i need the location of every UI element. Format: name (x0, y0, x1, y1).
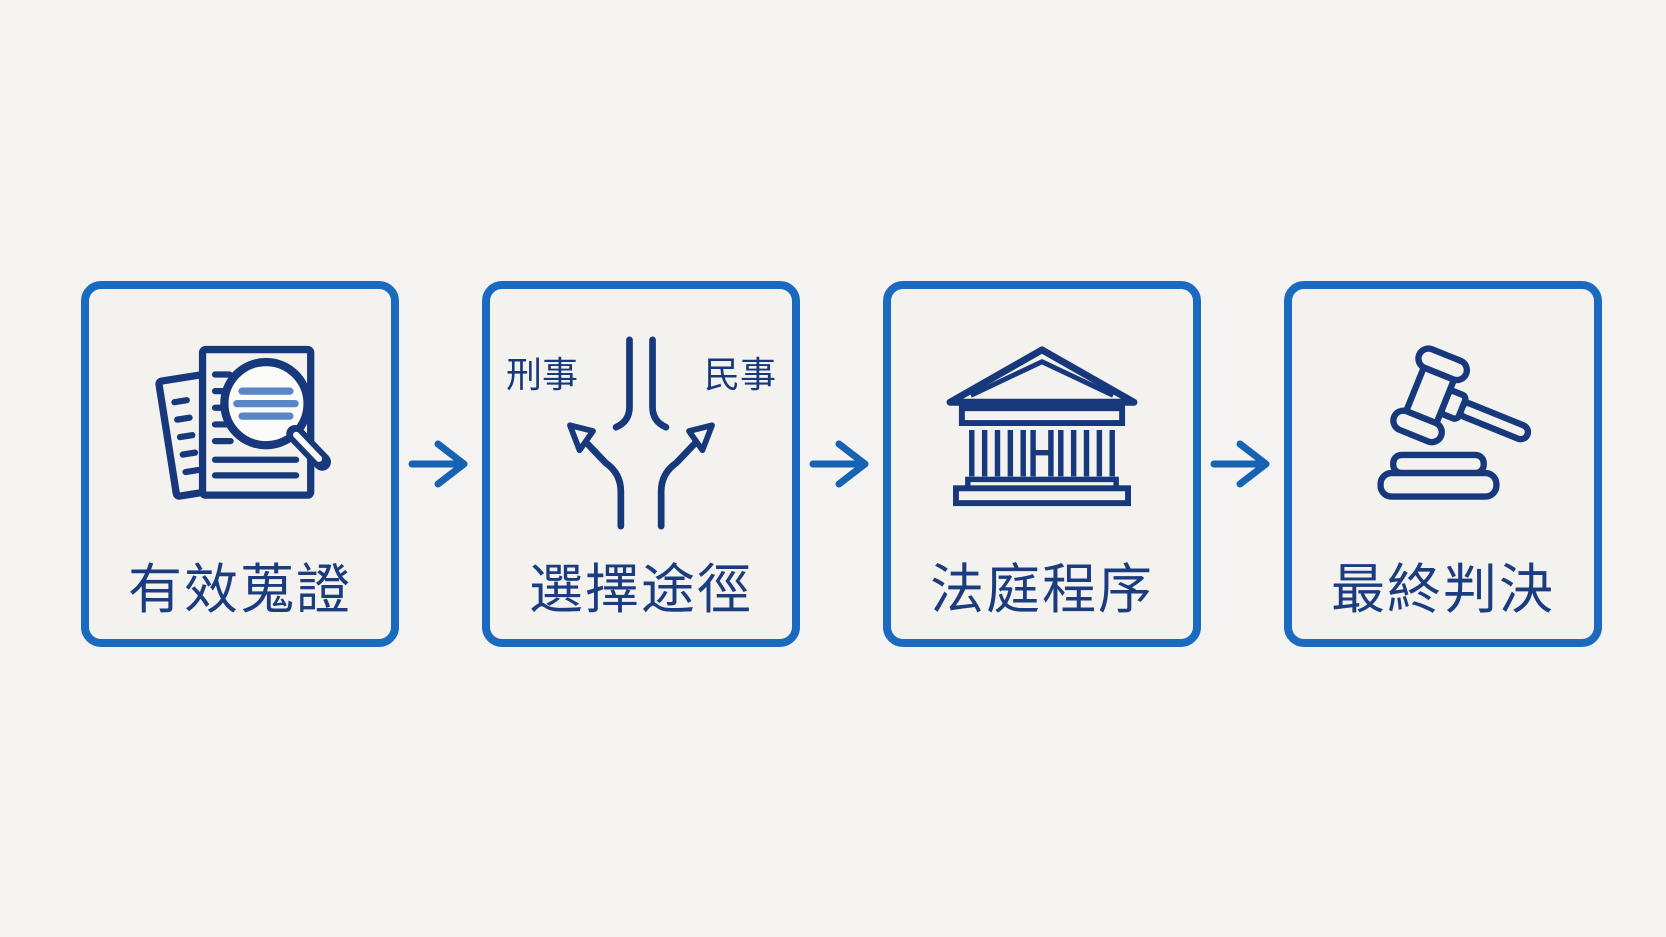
step-box-evidence: 有效蒐證 (81, 281, 399, 647)
step-label: 選擇途徑 (529, 560, 753, 620)
process-flow-diagram: 有效蒐證 刑事 民事 選擇途徑 (81, 281, 1602, 647)
step-box-final-verdict: 最終判決 (1284, 281, 1602, 647)
step-label: 有效蒐證 (128, 560, 352, 620)
step-box-choose-path: 刑事 民事 選擇途徑 (482, 281, 800, 647)
document-magnifier-icon (154, 345, 331, 500)
branch-label-criminal: 刑事 (506, 354, 579, 395)
right-arrow-icon (1210, 440, 1269, 488)
step-label: 法庭程序 (930, 560, 1154, 620)
step-box-court-procedure: 法庭程序 (883, 281, 1201, 647)
step-icon-area: 刑事 民事 (490, 289, 792, 563)
flow-arrow (800, 434, 883, 494)
step-label: 最終判決 (1331, 560, 1555, 620)
step-icon-area (1292, 289, 1594, 563)
courthouse-icon (946, 346, 1138, 507)
right-arrow-icon (408, 440, 467, 488)
right-arrow-icon (809, 440, 868, 488)
branch-label-civil: 民事 (703, 354, 776, 395)
flow-arrow (399, 434, 482, 494)
fork-path-icon (567, 336, 715, 529)
flow-arrow (1201, 434, 1284, 494)
step-icon-area (89, 289, 391, 563)
step-icon-area (891, 289, 1193, 563)
gavel-icon (1377, 345, 1532, 500)
